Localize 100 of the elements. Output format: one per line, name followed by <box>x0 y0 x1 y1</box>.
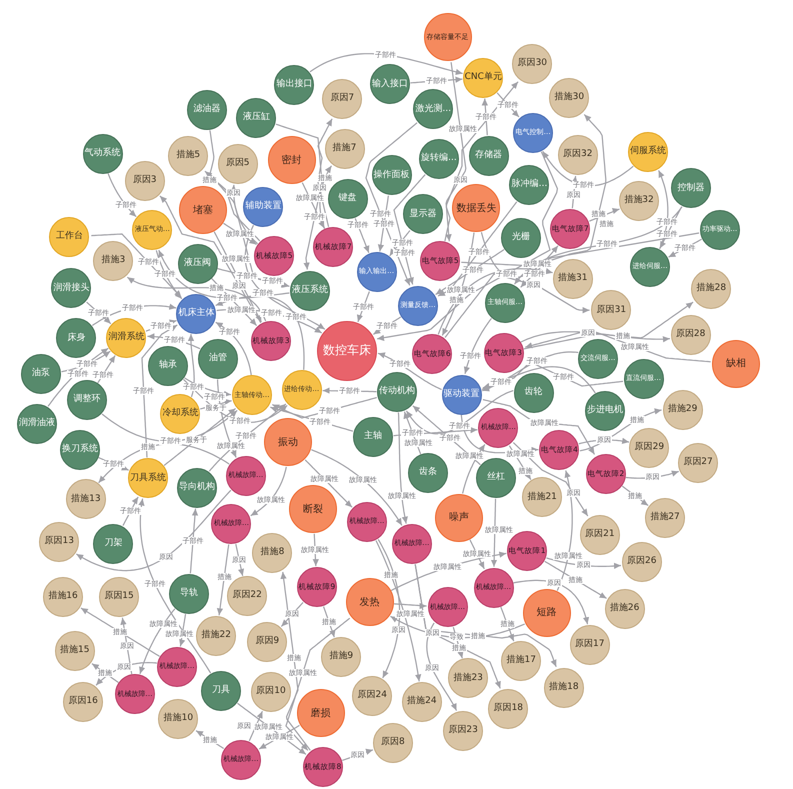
node-circle: 措施32 <box>619 181 660 222</box>
node-circle: 导向机构 <box>177 468 218 508</box>
node-circle: 齿轮 <box>514 372 554 413</box>
node-circle: 原因29 <box>629 428 670 468</box>
arrow <box>542 150 634 186</box>
node-circle: 原因30 <box>512 44 552 84</box>
node-circle: 步进电机 <box>585 391 626 432</box>
node-circle: 发热 <box>346 578 394 626</box>
node-circle: 措施8 <box>252 532 292 573</box>
node-circle: 原因27 <box>678 443 718 483</box>
arrow <box>464 318 492 374</box>
arrow <box>156 250 182 300</box>
node-circle: 措施7 <box>324 129 365 170</box>
node-circle: 措施17 <box>501 640 542 681</box>
arrow <box>120 618 132 674</box>
arrow <box>500 606 514 642</box>
node-circle: 辅助装置 <box>243 187 284 228</box>
node-circle: 措施15 <box>54 631 95 672</box>
arrow <box>375 540 422 682</box>
arrow <box>438 268 553 335</box>
node-circle: 堵塞 <box>178 186 227 234</box>
arrow <box>204 170 260 242</box>
node-circle: 原因9 <box>247 622 288 662</box>
node-circle: 原因26 <box>622 542 662 582</box>
node-circle: 控制器 <box>671 168 712 208</box>
node-circle: 调整环 <box>66 380 107 420</box>
arrow <box>544 560 607 599</box>
node-circle: 输入接口 <box>370 64 410 104</box>
arrow <box>80 607 160 657</box>
arrow <box>520 232 700 288</box>
node-circle: 措施18 <box>544 668 584 708</box>
arrow <box>513 580 590 624</box>
arrow <box>512 442 588 516</box>
arrow <box>354 218 370 254</box>
arrow <box>444 273 590 338</box>
arrow <box>572 176 578 208</box>
node-circle: 原因18 <box>488 689 528 730</box>
arrow <box>76 490 232 572</box>
arrow <box>398 412 408 524</box>
arrow <box>482 366 596 394</box>
arrow <box>393 427 478 436</box>
arrow <box>490 498 498 567</box>
arrow <box>438 201 518 297</box>
node-circle: 原因15 <box>99 577 139 617</box>
node-circle: 脉冲编… <box>509 165 550 206</box>
node-circle: 原因16 <box>63 682 104 722</box>
node-circle: 原因23 <box>443 710 484 751</box>
node-circle: 润滑接头 <box>51 268 92 308</box>
arrow <box>272 396 377 419</box>
node-circle: 光栅 <box>501 218 542 258</box>
node-circle: 原因7 <box>322 79 362 120</box>
node-circle: 振动 <box>264 418 312 466</box>
node-circle: 措施16 <box>43 577 83 617</box>
node-circle: 滤油器 <box>186 90 227 130</box>
node-circle: 措施9 <box>321 636 362 677</box>
node-circle: 存储器 <box>468 136 509 176</box>
arrow <box>276 124 323 270</box>
node-circle: 措施3 <box>93 241 134 282</box>
node-circle: 油管 <box>198 339 238 379</box>
node-circle: 数据丢失 <box>452 184 500 232</box>
node-circle: 原因17 <box>570 625 610 666</box>
node-circle: 噪声 <box>435 494 484 542</box>
arrow <box>235 544 244 576</box>
arrow <box>190 508 198 574</box>
node-circle: 措施24 <box>402 682 442 722</box>
node-circle: 机床主体 <box>176 294 216 334</box>
node-circle: 伺服系统 <box>628 132 668 172</box>
node-circle: 缺相 <box>712 340 760 388</box>
node-circle: 床身 <box>56 318 96 358</box>
arrow <box>445 62 466 242</box>
node-circle: 刀架 <box>93 524 134 564</box>
node-circle: 原因3 <box>124 160 165 201</box>
node-circle: 导轨 <box>168 574 209 614</box>
node-circle: 液压系统 <box>290 271 330 312</box>
arrow <box>216 544 230 616</box>
node-circle: 液压阀 <box>178 244 218 284</box>
arrow <box>215 295 305 370</box>
node-circle: 工作台 <box>49 216 90 257</box>
node-circle: 措施27 <box>645 498 686 538</box>
arrow <box>482 98 488 136</box>
node-circle: 润滑油液 <box>17 404 58 444</box>
arrow <box>414 564 557 668</box>
node-circle: 原因5 <box>218 144 258 184</box>
arrow <box>589 208 620 222</box>
arrow <box>323 606 336 638</box>
node-circle: 主轴 <box>353 417 393 457</box>
arrow <box>406 390 514 434</box>
arrow <box>285 618 350 751</box>
node-circle: 刀具系统 <box>128 458 168 498</box>
node-circle: 操作面板 <box>372 155 412 196</box>
node-circle: 传动机构 <box>377 372 417 412</box>
node-circle: 液压缸 <box>236 98 276 138</box>
arrow <box>141 324 178 458</box>
arrow <box>188 334 195 398</box>
node-circle: 丝杠 <box>476 458 516 498</box>
arrow <box>524 302 694 350</box>
node-circle: 措施23 <box>448 658 488 698</box>
arrow <box>394 602 427 610</box>
arrow <box>270 406 354 432</box>
node-circle: 显示器 <box>402 194 443 234</box>
